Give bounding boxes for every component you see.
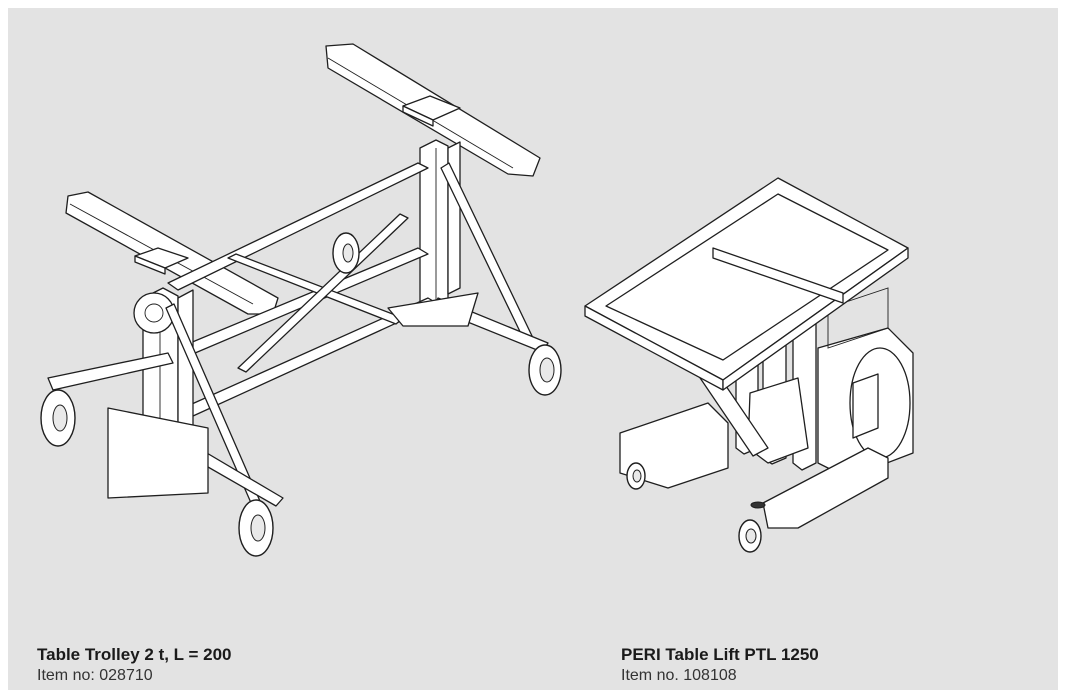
caster-wheel (332, 232, 360, 274)
table-trolley-drawing (40, 43, 562, 557)
table-lift-drawing (584, 177, 914, 553)
item-number: Item no. 108108 (621, 667, 737, 684)
product-panel: Table Trolley 2 t, L = 200 Item no: 0287… (8, 8, 1058, 690)
caster-wheel (738, 519, 762, 553)
caster-wheel (528, 344, 562, 396)
product-title: PERI Table Lift PTL 1250 (621, 645, 819, 664)
product-title: Table Trolley 2 t, L = 200 (37, 645, 232, 664)
caption-table-lift: PERI Table Lift PTL 1250 Item no. 108108 (621, 644, 819, 686)
caption-table-trolley: Table Trolley 2 t, L = 200 Item no: 0287… (37, 644, 232, 686)
caster-wheel (238, 499, 274, 557)
item-number: Item no: 028710 (37, 667, 153, 684)
caster-wheel (626, 462, 646, 490)
caster-wheel (40, 389, 76, 447)
